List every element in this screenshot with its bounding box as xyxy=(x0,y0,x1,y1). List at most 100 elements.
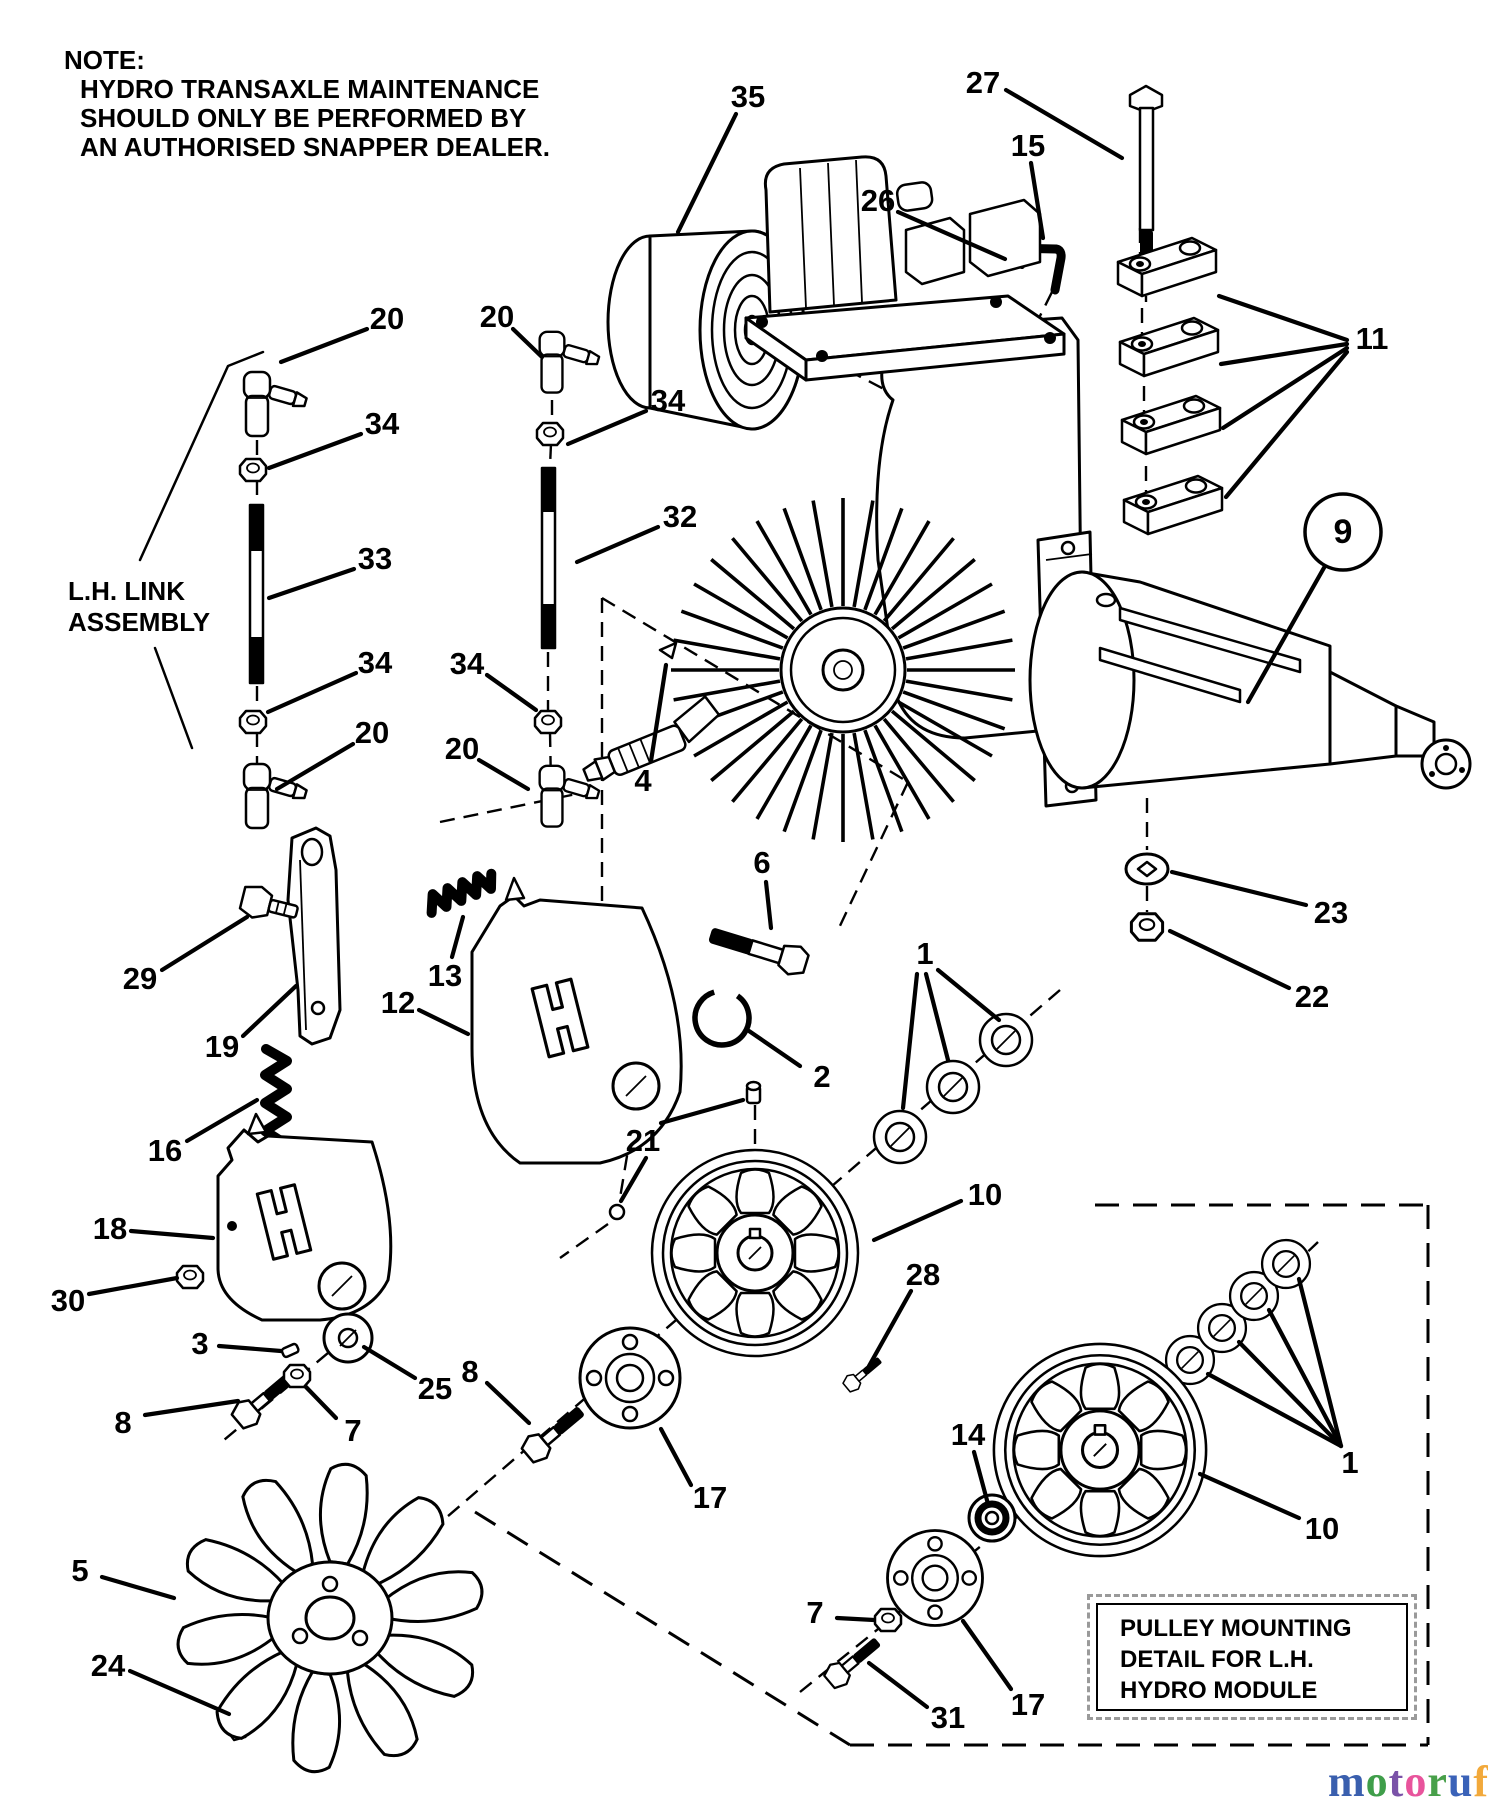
callout-24: 24 xyxy=(91,1648,232,1717)
part-number-label: 20 xyxy=(370,301,404,336)
callout-34-lower-mid: 34 xyxy=(450,646,539,713)
part-number-label: 13 xyxy=(428,958,462,993)
leader-line xyxy=(240,983,299,1039)
set-screw-21 xyxy=(608,1080,762,1221)
fan-blade xyxy=(185,1538,286,1603)
part-number-label: 26 xyxy=(861,183,895,218)
fan-blade xyxy=(361,1496,445,1587)
leader-line xyxy=(266,566,357,601)
callout-6: 6 xyxy=(753,845,774,931)
cooling-fin xyxy=(731,717,804,803)
part-number-label: 7 xyxy=(344,1413,361,1448)
callout-5: 5 xyxy=(71,1553,177,1601)
cooling-fin xyxy=(890,558,976,631)
fan-blade xyxy=(215,1649,299,1740)
fan-blade xyxy=(176,1613,278,1666)
part-number-label: 35 xyxy=(731,79,765,114)
leader-line xyxy=(99,1574,177,1601)
callout-13: 13 xyxy=(428,914,466,993)
callout-26: 26 xyxy=(861,183,1008,262)
leader-line xyxy=(1167,928,1292,991)
maintenance-note: NOTE: HYDRO TRANSAXLE MAINTENANCE SHOULD… xyxy=(64,46,550,162)
cooling-fin xyxy=(693,582,789,640)
nut-22 xyxy=(1129,912,1165,942)
leader-line xyxy=(1028,160,1046,241)
leader-line xyxy=(1223,349,1350,500)
callout-34-lower-left: 34 xyxy=(265,645,393,715)
leader-line xyxy=(1236,1339,1344,1449)
callout-1-upper: 1 xyxy=(900,936,1002,1111)
cooling-fin xyxy=(863,729,904,833)
part-number-label: 11 xyxy=(1356,321,1389,356)
part-number-label: 14 xyxy=(951,1417,986,1452)
leader-line xyxy=(900,971,920,1111)
fan-blade xyxy=(382,1570,484,1623)
pulley-mounting-detail-box: PULLEY MOUNTING DETAIL FOR L.H. HYDRO MO… xyxy=(1087,1594,1417,1720)
fan-blade xyxy=(345,1661,419,1758)
callout-23: 23 xyxy=(1169,869,1348,930)
part-number-label: 18 xyxy=(93,1211,127,1246)
leader-line xyxy=(86,1275,180,1297)
cooling-fan xyxy=(176,1462,484,1774)
detail-box-line-3: HYDRO MODULE xyxy=(1120,1677,1318,1704)
input-shaft xyxy=(582,695,721,782)
axle-housing xyxy=(1028,570,1472,790)
lh-link-line-1: L.H. LINK xyxy=(68,576,185,606)
idler-arm-19 xyxy=(286,826,342,1046)
callout-34-upper-left: 34 xyxy=(266,406,400,471)
part-number-label: 15 xyxy=(1011,128,1045,163)
lh-link-bracket-lines xyxy=(138,350,265,750)
leader-line xyxy=(1197,1471,1302,1521)
cooling-fin xyxy=(852,732,875,840)
washer-25 xyxy=(322,1312,374,1364)
spring-13 xyxy=(426,868,497,918)
callout-17-right: 17 xyxy=(960,1618,1045,1722)
cooling-fin xyxy=(863,507,904,611)
leader-line xyxy=(159,914,250,973)
callout-8-left: 8 xyxy=(114,1398,241,1440)
leader-line xyxy=(128,1228,216,1241)
part-number-label: 17 xyxy=(693,1480,727,1515)
part-number-label: 25 xyxy=(418,1371,452,1406)
leader-line xyxy=(274,741,356,792)
motoruf-logo-text: motoruf xyxy=(1328,1757,1488,1806)
callout-11: 11 xyxy=(1216,293,1389,500)
cooling-fin xyxy=(673,679,781,702)
part-number-label: 16 xyxy=(148,1133,182,1168)
cooling-fin xyxy=(897,582,993,640)
leader-line xyxy=(1169,869,1309,908)
part-number-label: 22 xyxy=(1295,979,1329,1014)
callout-10-left: 10 xyxy=(871,1177,1002,1243)
part-number-label: 4 xyxy=(634,763,652,798)
part-number-label: 12 xyxy=(381,985,415,1020)
callout-1-lower: 1 xyxy=(1205,1276,1359,1480)
callout-14: 14 xyxy=(951,1417,991,1507)
callout-22: 22 xyxy=(1167,928,1329,1014)
leader-line xyxy=(658,1097,746,1126)
fan-blade xyxy=(291,1670,342,1774)
part-number-label: 20 xyxy=(445,731,479,766)
callout-circle xyxy=(1303,492,1383,572)
leader-line xyxy=(1296,1276,1344,1449)
key-3 xyxy=(280,1342,300,1359)
callout-25: 25 xyxy=(361,1344,452,1406)
detail-box-line-1: PULLEY MOUNTING xyxy=(1120,1615,1352,1642)
callout-20-upper-mid: 20 xyxy=(480,299,545,360)
leader-line xyxy=(266,431,364,471)
cooling-fin xyxy=(811,500,834,608)
bolt-31 xyxy=(820,1630,887,1693)
part-number-label: 34 xyxy=(365,406,400,441)
detail-box-line-2: DETAIL FOR L.H. xyxy=(1120,1646,1314,1673)
part-number-label: 6 xyxy=(753,845,770,880)
leader-line xyxy=(1218,341,1350,367)
callout-7-right: 7 xyxy=(806,1595,877,1630)
cooling-fin xyxy=(882,717,955,803)
part-number-label: 28 xyxy=(906,1257,940,1292)
cooling-fin xyxy=(905,638,1013,661)
part-number-label: 10 xyxy=(1305,1511,1339,1546)
nut-30 xyxy=(175,1264,205,1290)
cooling-fin xyxy=(897,700,993,758)
leader-line xyxy=(960,1618,1014,1692)
